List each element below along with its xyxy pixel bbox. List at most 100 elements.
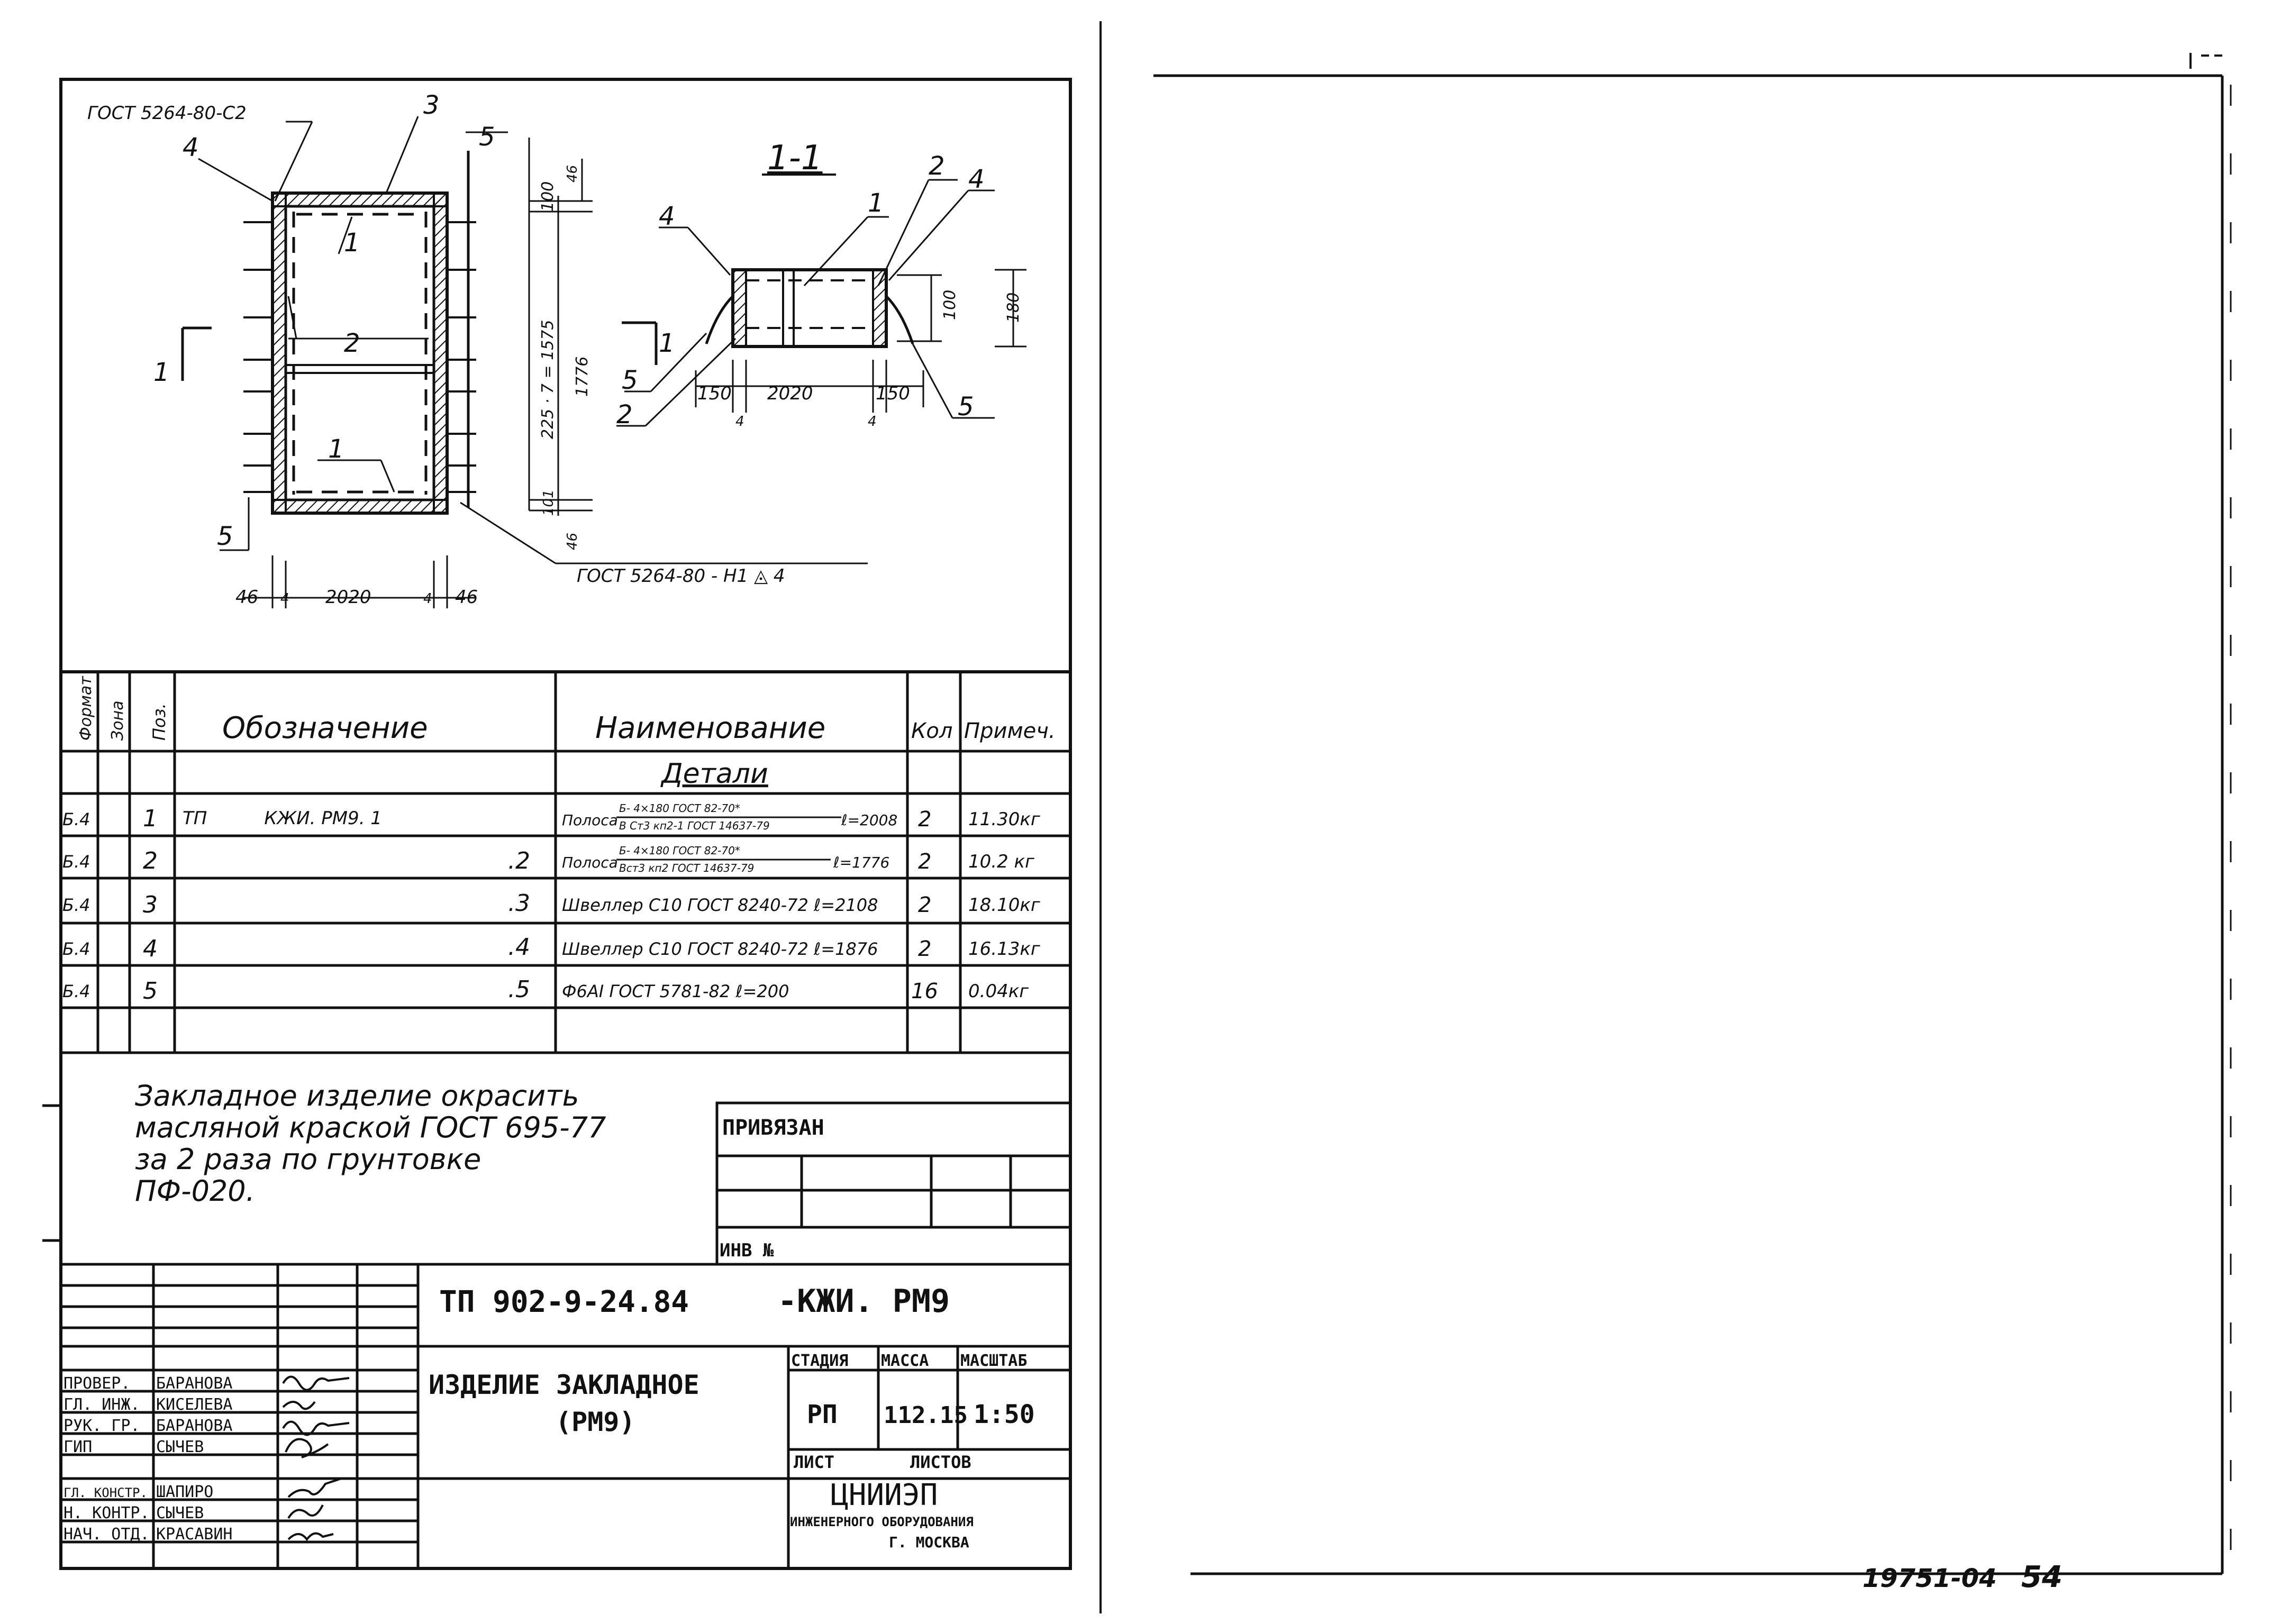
inventory-label: ИНВ № (720, 1240, 774, 1261)
signature-row: ПРОВЕР. БАРАНОВА (63, 1374, 233, 1393)
svg-text:18.10кг: 18.10кг (968, 895, 1041, 916)
svg-text:СЫЧЕВ: СЫЧЕВ (156, 1504, 204, 1522)
svg-text:ГЛ. КОНСТР.: ГЛ. КОНСТР. (63, 1485, 148, 1500)
weld-note-c2: ГОСТ 5264-80-С2 (87, 103, 247, 124)
svg-text:11.30кг: 11.30кг (968, 809, 1041, 830)
binding-title: ПРИВЯЗАН (722, 1116, 824, 1140)
svg-text:.5: .5 (508, 976, 530, 1003)
scale-label: МАСШТАБ (960, 1352, 1027, 1370)
svg-text:4: 4 (143, 935, 158, 962)
svg-text:.4: .4 (508, 934, 530, 961)
svg-text:масляной краской ГОСТ 695-77: масляной краской ГОСТ 695-77 (135, 1111, 606, 1144)
left-sheet-frame (42, 21, 1102, 1613)
svg-text:ШАПИРО: ШАПИРО (156, 1483, 213, 1501)
svg-text:ПФ-020.: ПФ-020. (135, 1174, 255, 1208)
dim-46-bottom: 46 (565, 533, 580, 550)
header-name: Наименование (595, 711, 825, 745)
svg-text:Б.4: Б.4 (62, 981, 90, 1001)
signature-row: ГЛ. ИНЖ. КИСЕЛЕВА (63, 1395, 233, 1414)
right-sheet-frame (1153, 53, 2232, 1575)
svg-text:Полоса: Полоса (562, 811, 618, 829)
sec-pos-4-left: 4 (659, 202, 675, 231)
sec-pos-1: 1 (868, 188, 884, 218)
sheet-label: ЛИСТ (794, 1452, 834, 1472)
svg-text:2: 2 (918, 937, 931, 961)
dim-46-top: 46 (565, 165, 580, 183)
document-code: -КЖИ. РМ9 (778, 1283, 950, 1320)
header-pos: Поз. (149, 703, 169, 741)
svg-text:БАРАНОВА: БАРАНОВА (156, 1417, 233, 1435)
handwritten-signatures (282, 1375, 350, 1541)
sec-dim-150-right: 150 (876, 383, 910, 404)
svg-text:0.04кг: 0.04кг (968, 981, 1029, 1002)
svg-text:2: 2 (143, 847, 158, 874)
dim-101: 101 (541, 489, 557, 516)
svg-text:1: 1 (143, 805, 158, 832)
svg-text:Полоса: Полоса (562, 854, 618, 871)
sec-dim-100: 100 (941, 290, 959, 320)
pos-label-5-bottom: 5 (217, 522, 233, 551)
title-block-grid (61, 1263, 1070, 1568)
svg-text:ГИП: ГИП (63, 1438, 92, 1456)
header-note: Примеч. (964, 719, 1056, 743)
svg-text:Швеллер С10 ГОСТ 8240-72 ℓ=210: Швеллер С10 ГОСТ 8240-72 ℓ=2108 (562, 895, 878, 915)
header-format: Формат (77, 676, 95, 741)
svg-text:Б- 4×180 ГОСТ 82-70*: Б- 4×180 ГОСТ 82-70* (619, 802, 740, 815)
spec-headers: Формат Зона Поз. Обозначение Наименовани… (77, 676, 1056, 790)
pos-label-1-top: 1 (344, 228, 360, 258)
header-qty: Кол (911, 719, 952, 743)
pos-label-1-bottom: 1 (328, 434, 344, 464)
sec-pos-5-right: 5 (958, 392, 974, 422)
signature-row: РУК. ГР. БАРАНОВА (63, 1417, 233, 1435)
svg-text:Б.4: Б.4 (62, 809, 90, 829)
plan-view (181, 116, 868, 608)
pos-label-3: 3 (423, 90, 440, 120)
signature-row: НАЧ. ОТД. КРАСАВИН (63, 1525, 233, 1544)
svg-text:2: 2 (918, 807, 931, 832)
svg-text:Б- 4×180 ГОСТ 82-70*: Б- 4×180 ГОСТ 82-70* (619, 844, 740, 857)
svg-text:ℓ=1776: ℓ=1776 (833, 854, 889, 871)
svg-text:В Ст3 кп2-1 ГОСТ 14637-79: В Ст3 кп2-1 ГОСТ 14637-79 (619, 819, 770, 832)
section-details-title: Детали (660, 758, 768, 790)
page-number: 54 (2021, 1560, 2062, 1594)
sec-dim-4-left: 4 (735, 414, 744, 430)
sec-dim-150-left: 150 (697, 383, 732, 404)
dim-2020: 2020 (325, 587, 371, 608)
section-mark-left: 1 (153, 358, 170, 387)
svg-text:БАРАНОВА: БАРАНОВА (156, 1374, 233, 1393)
signature-row: ГИП СЫЧЕВ (63, 1438, 204, 1456)
sec-pos-2-top: 2 (929, 151, 945, 181)
pos-label-2: 2 (344, 329, 360, 358)
dim-100: 100 (539, 181, 557, 212)
table-row: Б.4 2 .2 Полоса Б- 4×180 ГОСТ 82-70* Вст… (62, 844, 1035, 874)
svg-text:Б.4: Б.4 (62, 895, 90, 915)
svg-text:2: 2 (918, 893, 931, 917)
pos-label-4: 4 (183, 133, 199, 162)
stage-value: РП (807, 1400, 838, 1429)
org-name: ЦНИИЭП (831, 1478, 938, 1512)
signatures: ПРОВЕР. БАРАНОВА ГЛ. ИНЖ. КИСЕЛЕВА РУК. … (63, 1374, 233, 1544)
table-row: Б.4 5 .5 Ф6АI ГОСТ 5781-82 ℓ=200 16 0.04… (62, 976, 1029, 1005)
archive-number: 19751-04 (1862, 1564, 1997, 1593)
svg-text:5: 5 (143, 978, 158, 1005)
binding-box-grid (715, 1101, 1072, 1266)
drawing-title-line2: (РМ9) (556, 1407, 635, 1437)
sec-dim-180: 180 (1004, 293, 1023, 323)
org-city: Г. МОСКВА (889, 1534, 969, 1551)
svg-text:10.2 кг: 10.2 кг (968, 851, 1035, 872)
sec-pos-2-bottom: 2 (616, 400, 633, 430)
svg-text:ТП КЖИ. РМ9. 1: ТП КЖИ. РМ9. 1 (183, 808, 382, 829)
mass-value: 112.15 (884, 1402, 968, 1429)
dim-4-right: 4 (423, 591, 432, 607)
dim-46-right: 46 (455, 587, 478, 608)
paint-note: Закладное изделие окрасить масляной крас… (135, 1079, 606, 1208)
sec-dim-2020: 2020 (767, 383, 813, 404)
svg-text:СЫЧЕВ: СЫЧЕВ (156, 1438, 204, 1456)
section-mark-right: 1 (659, 329, 675, 358)
sec-dim-4-right: 4 (868, 414, 877, 430)
weld-note-n1: ГОСТ 5264-80 - Н1 ◬ 4 (577, 565, 785, 587)
svg-text:3: 3 (143, 891, 158, 918)
svg-text:Б.4: Б.4 (62, 852, 90, 872)
section-title: 1-1 (767, 139, 823, 178)
